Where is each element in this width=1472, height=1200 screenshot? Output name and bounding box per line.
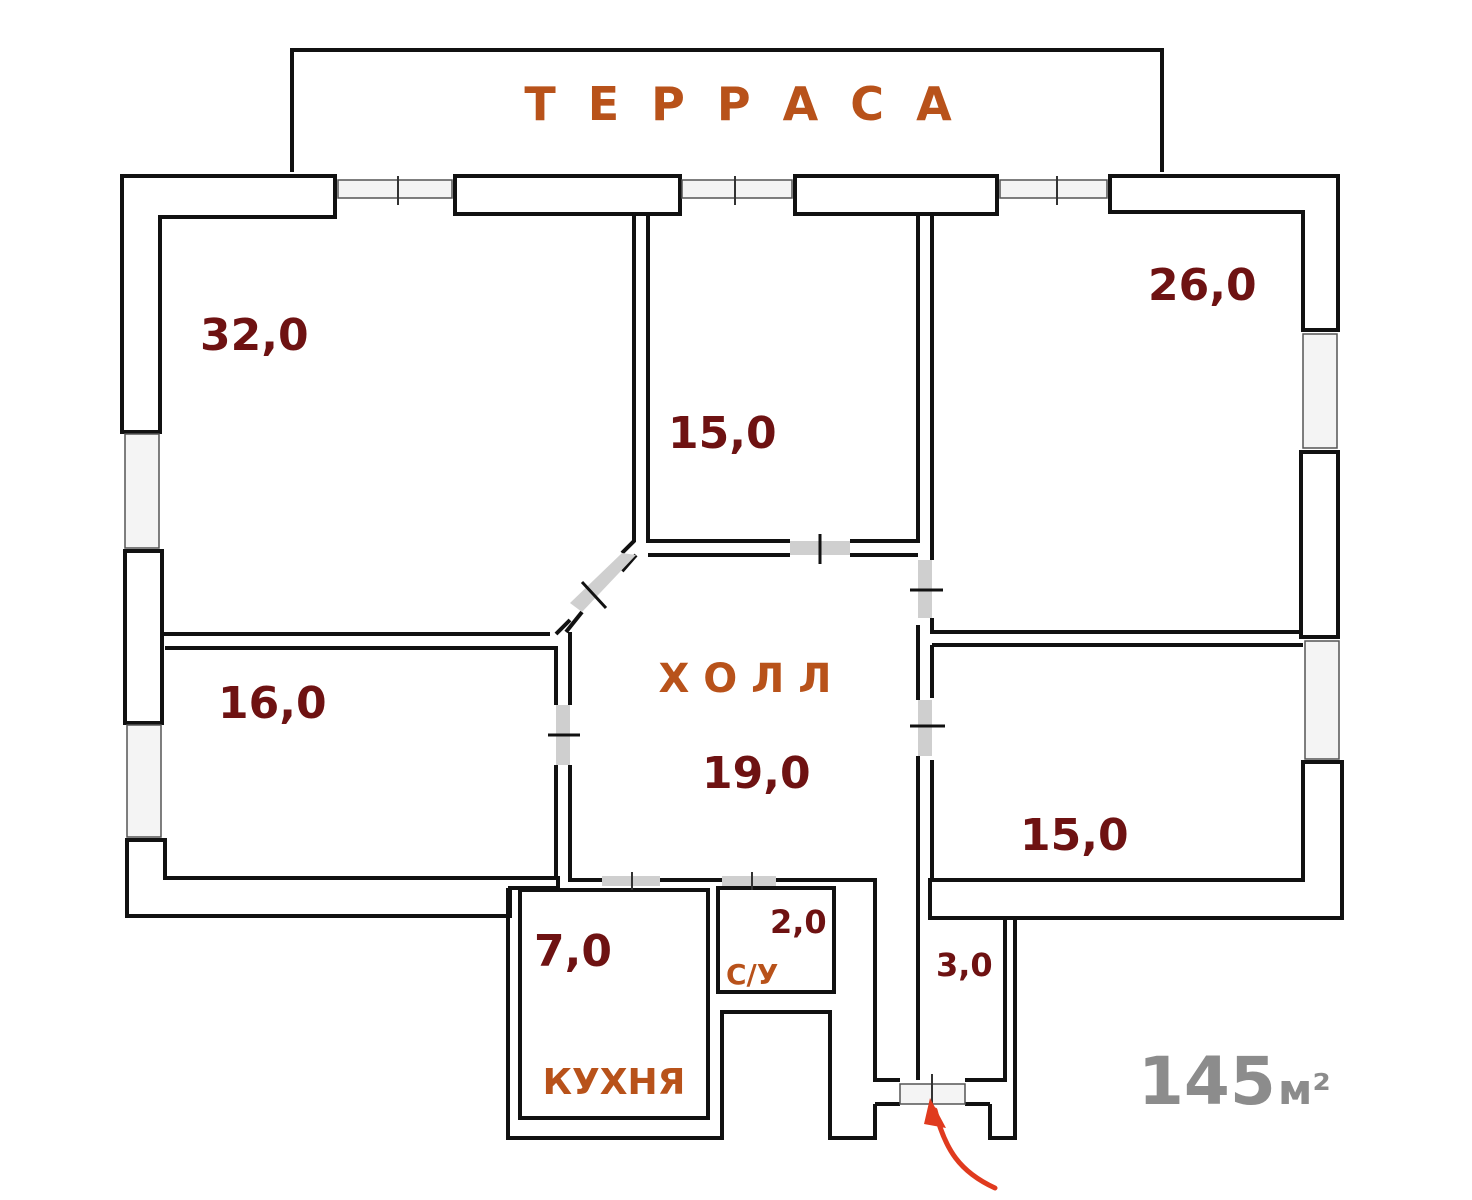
window-top-1 — [337, 179, 453, 199]
terrace-label: Т Е Р Р А С А — [524, 77, 952, 131]
doors — [548, 534, 966, 1105]
window-left-1 — [124, 433, 160, 549]
window-right-1 — [1302, 333, 1338, 449]
hall-label: Х О Л Л — [658, 656, 831, 702]
outer-walls — [120, 174, 1344, 920]
entrance-arrow-icon — [924, 1098, 998, 1191]
door-wc — [722, 876, 776, 886]
windows — [124, 176, 1340, 838]
window-right-2 — [1304, 640, 1340, 760]
hall-area: 19,0 — [702, 748, 811, 799]
terrace — [290, 48, 1164, 172]
kitchen-label: КУХНЯ — [543, 1062, 686, 1103]
total-area-unit: м² — [1278, 1065, 1331, 1114]
entrance-area: 3,0 — [936, 946, 993, 984]
window-top-3 — [999, 179, 1108, 199]
inner-walls — [162, 214, 1303, 1140]
room-left-area: 16,0 — [218, 678, 327, 729]
room-top-left-area: 32,0 — [200, 310, 309, 361]
room-right-area: 15,0 — [1020, 810, 1129, 861]
kitchen-area: 7,0 — [534, 926, 612, 977]
room-top-middle-area: 15,0 — [668, 408, 777, 459]
wc-area: 2,0 — [770, 903, 827, 941]
wc-label: С/У — [726, 958, 778, 991]
window-left-2 — [126, 724, 162, 838]
window-top-2 — [681, 179, 793, 199]
door-room-15-right — [918, 700, 932, 756]
door-room-32 — [570, 553, 636, 612]
total-area-value: 145 — [1138, 1043, 1276, 1120]
room-top-right-area: 26,0 — [1148, 260, 1257, 311]
